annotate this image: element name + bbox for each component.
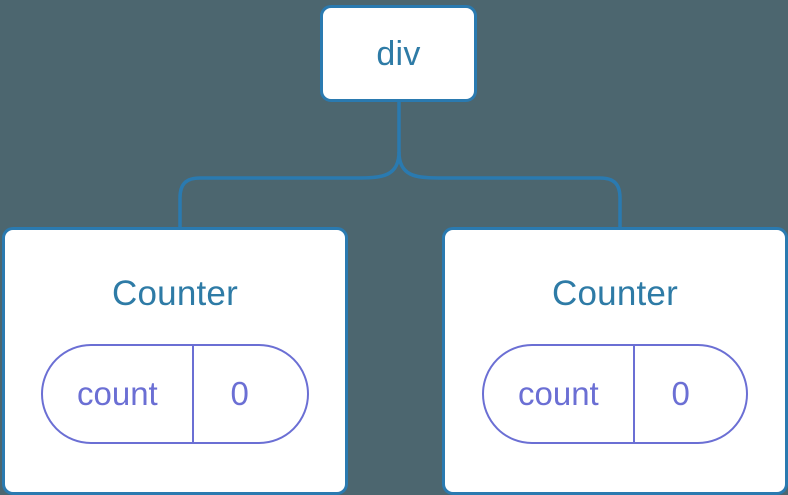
node-div[interactable]: div <box>320 5 477 102</box>
node-counter-right-title: Counter <box>552 274 678 313</box>
state-key-count-left: count <box>43 346 194 442</box>
state-key-count-right: count <box>484 346 635 442</box>
state-pill-counter-left[interactable]: count 0 <box>41 344 309 444</box>
edge-root-to-counter-right <box>397 151 622 229</box>
state-value-count-right: 0 <box>671 375 690 412</box>
state-value-count-left: 0 <box>230 375 249 412</box>
edge-root-to-counter-left <box>178 151 401 229</box>
node-counter-left-title: Counter <box>112 274 238 313</box>
node-counter-right[interactable]: Counter count 0 <box>442 227 788 495</box>
state-pill-counter-right[interactable]: count 0 <box>482 344 748 444</box>
node-counter-left[interactable]: Counter count 0 <box>2 227 348 495</box>
node-div-label: div <box>376 34 421 73</box>
